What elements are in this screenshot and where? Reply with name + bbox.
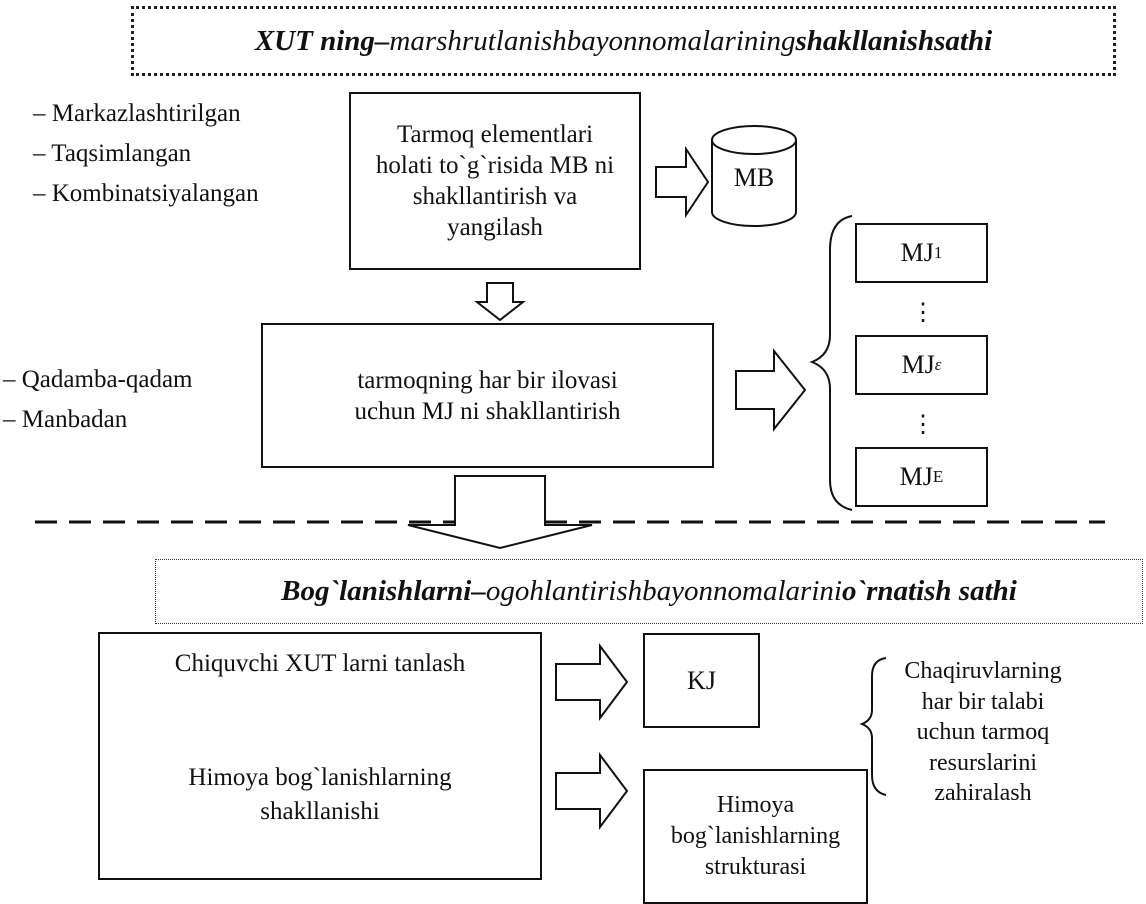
db-box-line: holati to`g`risida MB ni <box>375 152 615 179</box>
mj-sub: 1 <box>933 243 943 262</box>
mj-box-line: uchun MJ ni shakllantirish <box>354 397 621 425</box>
protect-line: shakllanishi <box>260 798 380 825</box>
title2-dash: – <box>471 575 486 607</box>
mj-base: MJ <box>900 238 934 267</box>
connection-setup-box <box>98 632 542 880</box>
title2-part-d: o`rnatish sathi <box>841 575 1017 607</box>
title2-part-b: ogohlantirish <box>485 575 643 607</box>
protect-line: Himoya bog`lanishlarning <box>188 764 452 791</box>
reserve-line: har bir talabi <box>921 688 1045 715</box>
mj-forming-box: tarmoqning har bir ilovasi uchun MJ ni s… <box>261 323 714 468</box>
protect-forming-text: Himoya bog`lanishlarning shakllanishi <box>98 759 542 831</box>
select-output-text: Chiquvchi XUT larni tanlash <box>174 650 466 677</box>
reserve-line: uchun tarmoq <box>916 719 1050 745</box>
arrow-to-mj-list-icon <box>735 348 807 432</box>
mj-dots-2: ⋮ <box>911 411 935 438</box>
arrow-down-small-icon <box>474 282 526 322</box>
title1-part-a: XUT ning <box>254 24 375 57</box>
method-from-source: – Manbadan <box>3 406 128 433</box>
title1-part-b: marshrutlanish <box>389 24 567 57</box>
method-distributed: – Taqsimlangan <box>33 140 192 167</box>
db-box-line: Tarmoq elementlari <box>396 121 594 148</box>
db-label: MB <box>733 163 775 192</box>
struct-line: bog`lanishlarning <box>670 823 841 849</box>
method-combined: – Kombinatsiyalangan <box>33 180 259 207</box>
level2-title: Bog`lanishlarni – ogohlantirish bayonnom… <box>155 559 1143 624</box>
reserve-line: resurslarini <box>929 749 1037 776</box>
db-box-line: yangilash <box>447 214 543 241</box>
mj-box-line: tarmoqning har bir ilovasi <box>357 366 618 394</box>
mj-sub: E <box>932 467 944 486</box>
level1-title: XUT ning – marshrutlanish bayonnomalarin… <box>131 6 1116 76</box>
database-cylinder-icon <box>711 125 797 227</box>
db-methods-list: – Markazlashtirilgan – Taqsimlangan – Ko… <box>33 94 259 214</box>
db-box-line: shakllantirish va <box>412 183 578 210</box>
reserve-line: zahiralash <box>934 780 1032 806</box>
title2-part-c: bayonnomalarini <box>642 575 842 607</box>
reserve-brace-icon <box>859 657 887 796</box>
kj-box: KJ <box>643 633 760 728</box>
mj-base: MJ <box>899 462 933 491</box>
mj-brace-icon <box>809 215 853 511</box>
title1-part-e: sathi <box>934 24 993 57</box>
arrow-to-structure-icon <box>555 752 629 830</box>
struct-line: Himoya <box>716 792 795 818</box>
mj-base: MJ <box>901 350 935 379</box>
method-step-by-step: – Qadamba-qadam <box>3 366 193 393</box>
title1-dash: – <box>374 24 390 57</box>
arrow-to-db-icon <box>655 145 710 219</box>
resource-reservation-text: Chaqiruvlarning har bir talabi uchun tar… <box>888 656 1078 809</box>
title2-part-a: Bog`lanishlarni <box>281 575 472 607</box>
arrow-down-big-icon <box>407 475 593 550</box>
method-centralized: – Markazlashtirilgan <box>33 100 241 127</box>
struct-line: strukturasi <box>704 854 807 880</box>
mj-dots-1: ⋮ <box>911 299 935 326</box>
arrow-to-kj-icon <box>555 643 629 721</box>
db-forming-box: Tarmoq elementlari holati to`g`risida MB… <box>349 92 641 270</box>
mj-methods-list: – Qadamba-qadam – Manbadan <box>3 360 193 440</box>
mj-sub: ε <box>934 355 942 374</box>
title1-part-d: shakllanish <box>795 24 935 57</box>
protection-structure-box: Himoya bog`lanishlarning strukturasi <box>643 769 868 904</box>
title1-part-c: bayonnomalarining <box>566 24 796 57</box>
reserve-line: Chaqiruvlarning <box>904 658 1062 684</box>
